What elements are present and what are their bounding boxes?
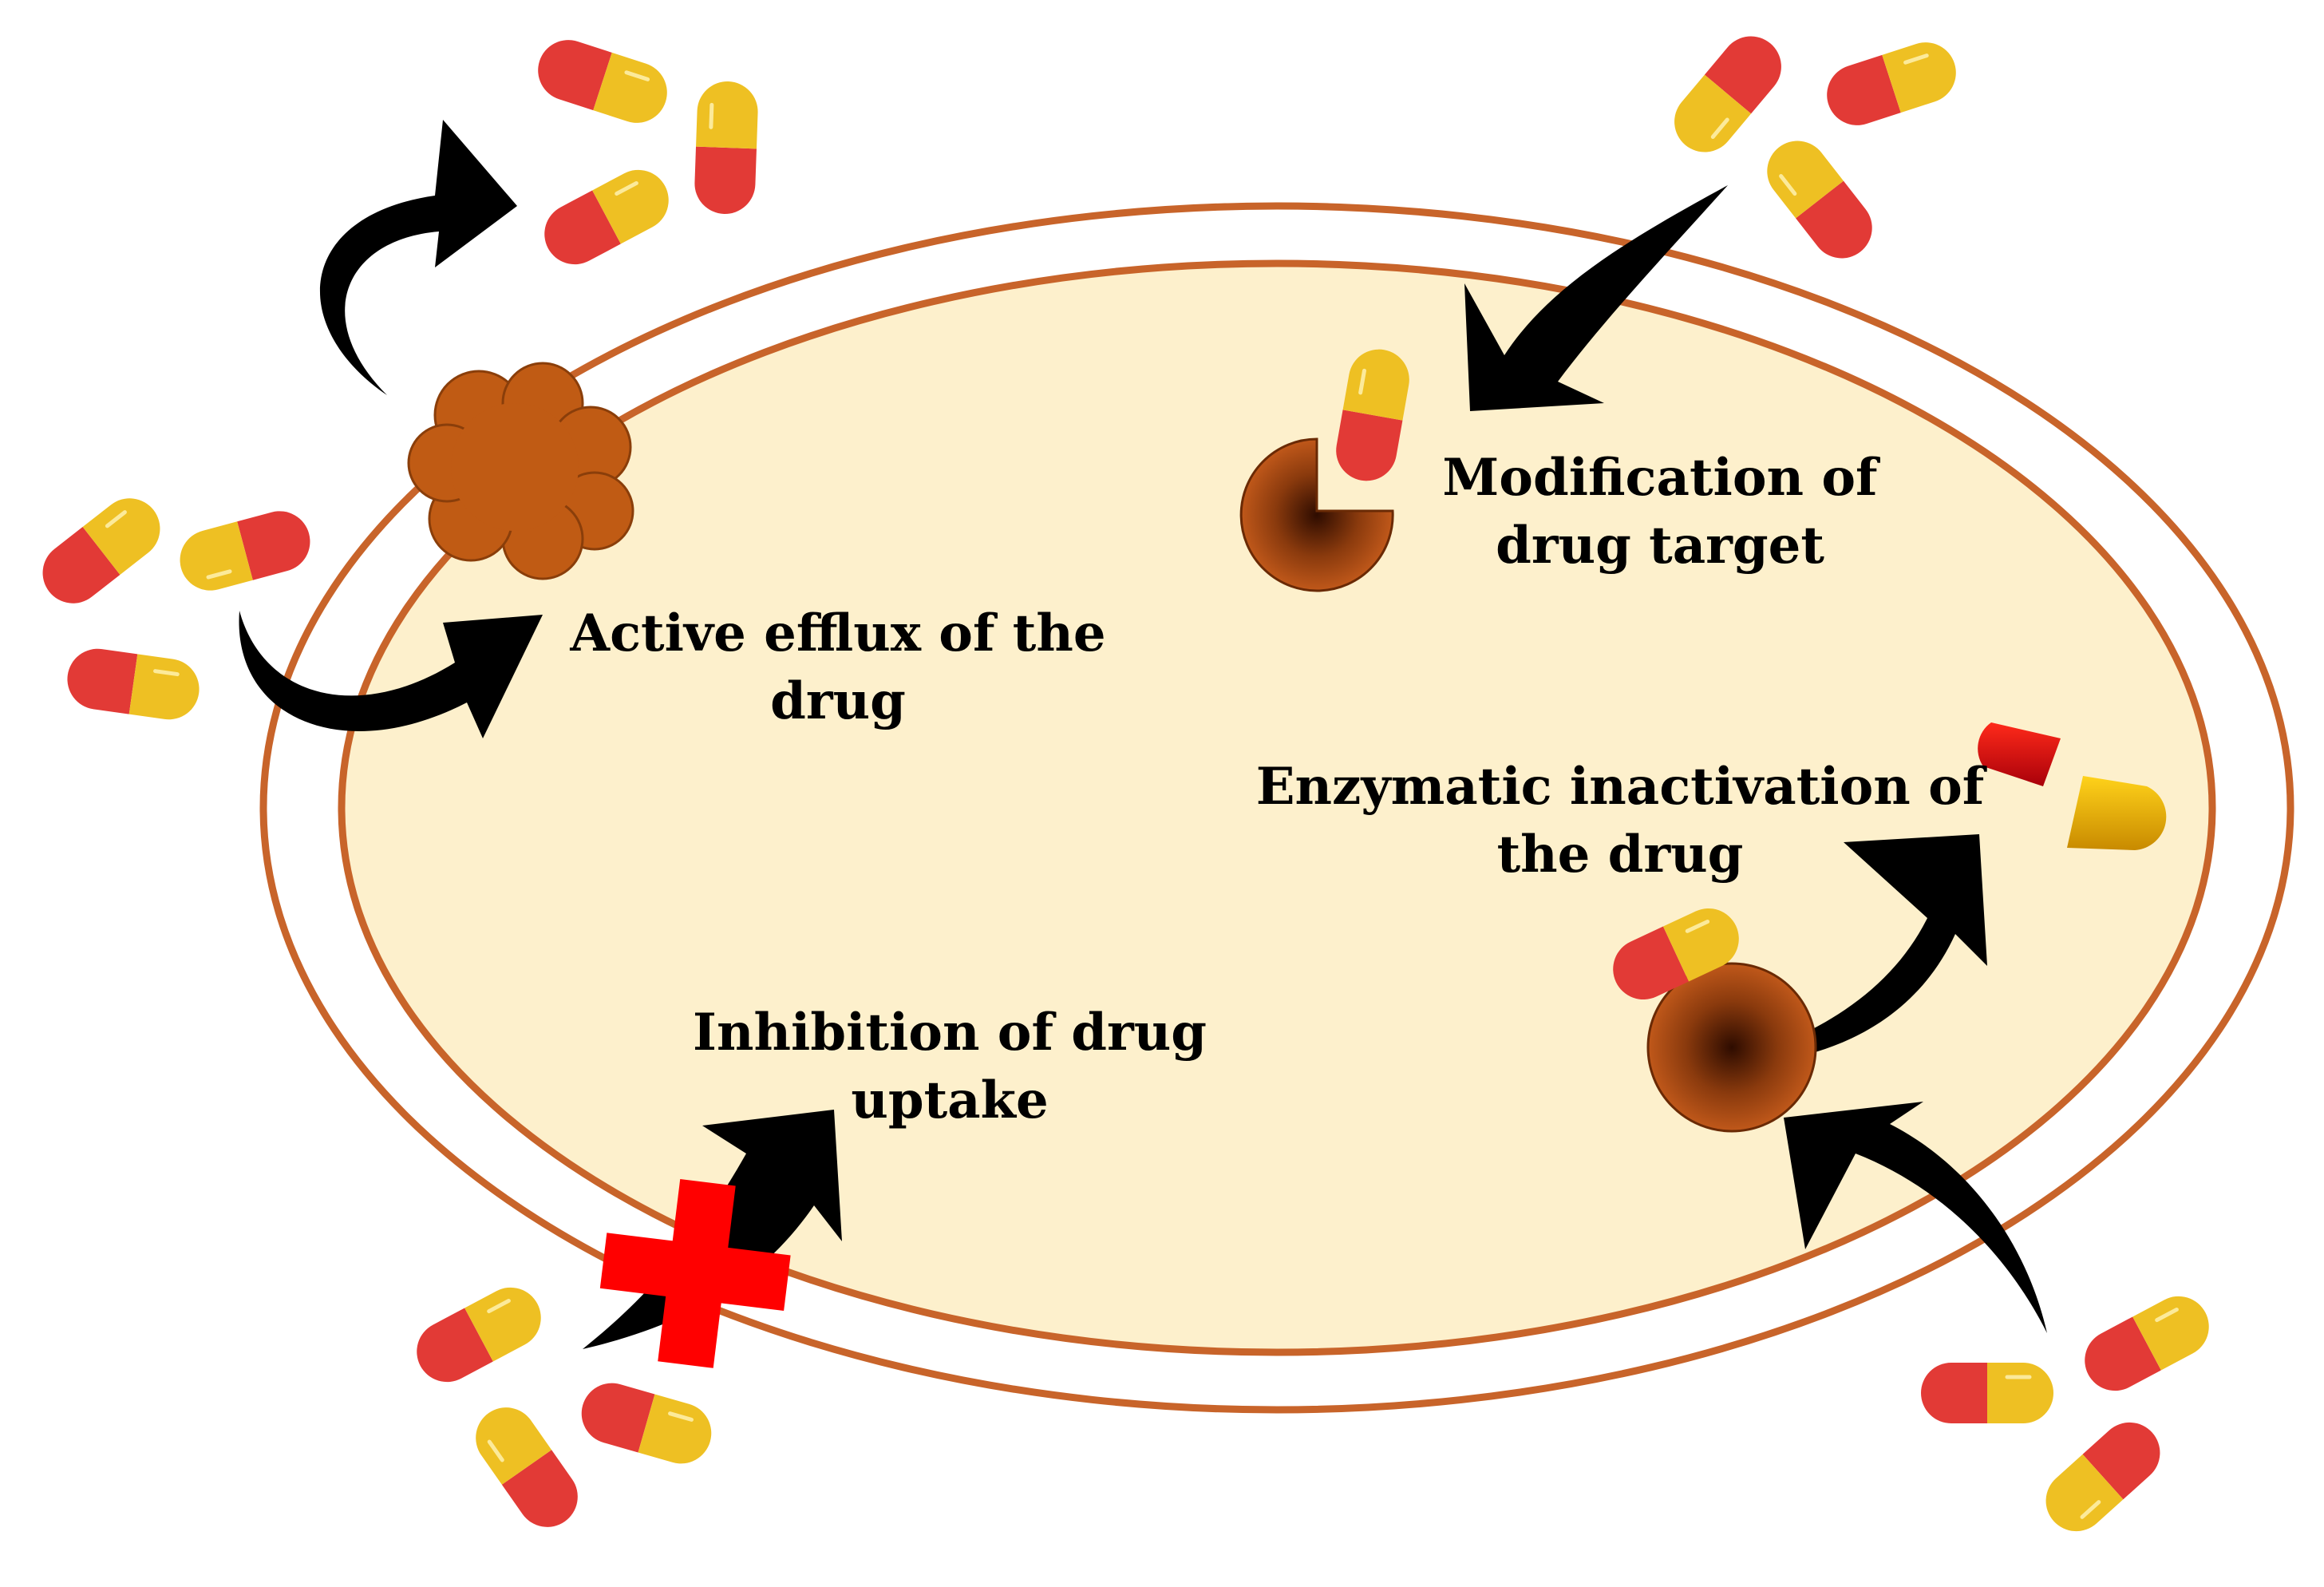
target-label-line1: Modification of (1442, 448, 1880, 508)
efflux-label-line2: drug (770, 671, 906, 731)
enzyme-icon (1646, 962, 1817, 1133)
capsule-icon (1755, 129, 1884, 271)
capsule-icon (64, 645, 204, 723)
capsule-icon (1921, 1363, 2053, 1423)
target-arrow (1464, 185, 1728, 411)
capsule-icon (406, 1276, 551, 1392)
capsule-icon (464, 1395, 589, 1539)
target-label-line2: drug target (1496, 516, 1824, 576)
capsule-icon (530, 32, 674, 131)
efflux-in-arrow (239, 611, 543, 738)
capsule-icon (1662, 24, 1794, 164)
drug-target-icon (1239, 437, 1394, 592)
enzyme-out-arrow (1716, 834, 1987, 1066)
efflux-out-arrow (319, 120, 517, 395)
capsule-yellow-half (2067, 776, 2167, 850)
capsule-icon (575, 1376, 719, 1471)
efflux-pump-icon (407, 362, 634, 580)
labels: Active efflux of the drug Modification o… (569, 448, 1986, 1130)
efflux-label-line1: Active efflux of the (569, 604, 1105, 663)
enzyme-in-arrow (1784, 1102, 2047, 1333)
capsule-icon (2034, 1410, 2172, 1544)
uptake-label-line1: Inhibition of drug (693, 1003, 1207, 1063)
capsule-icon (173, 505, 317, 597)
capsule-icon (2074, 1285, 2219, 1401)
inactivated-drug (1978, 722, 2167, 850)
capsule-icon (694, 81, 759, 216)
enzyme-label-line1: Enzymatic inactivation of (1256, 757, 1987, 817)
uptake-label-line2: uptake (851, 1071, 1048, 1130)
enzyme-label-line2: the drug (1497, 825, 1744, 885)
capsule-icon (30, 486, 172, 615)
capsule-icon (534, 159, 679, 275)
capsule-icon (1819, 34, 1963, 133)
red-cross-icon (599, 1178, 791, 1368)
capsule-red-half (1978, 722, 2061, 786)
